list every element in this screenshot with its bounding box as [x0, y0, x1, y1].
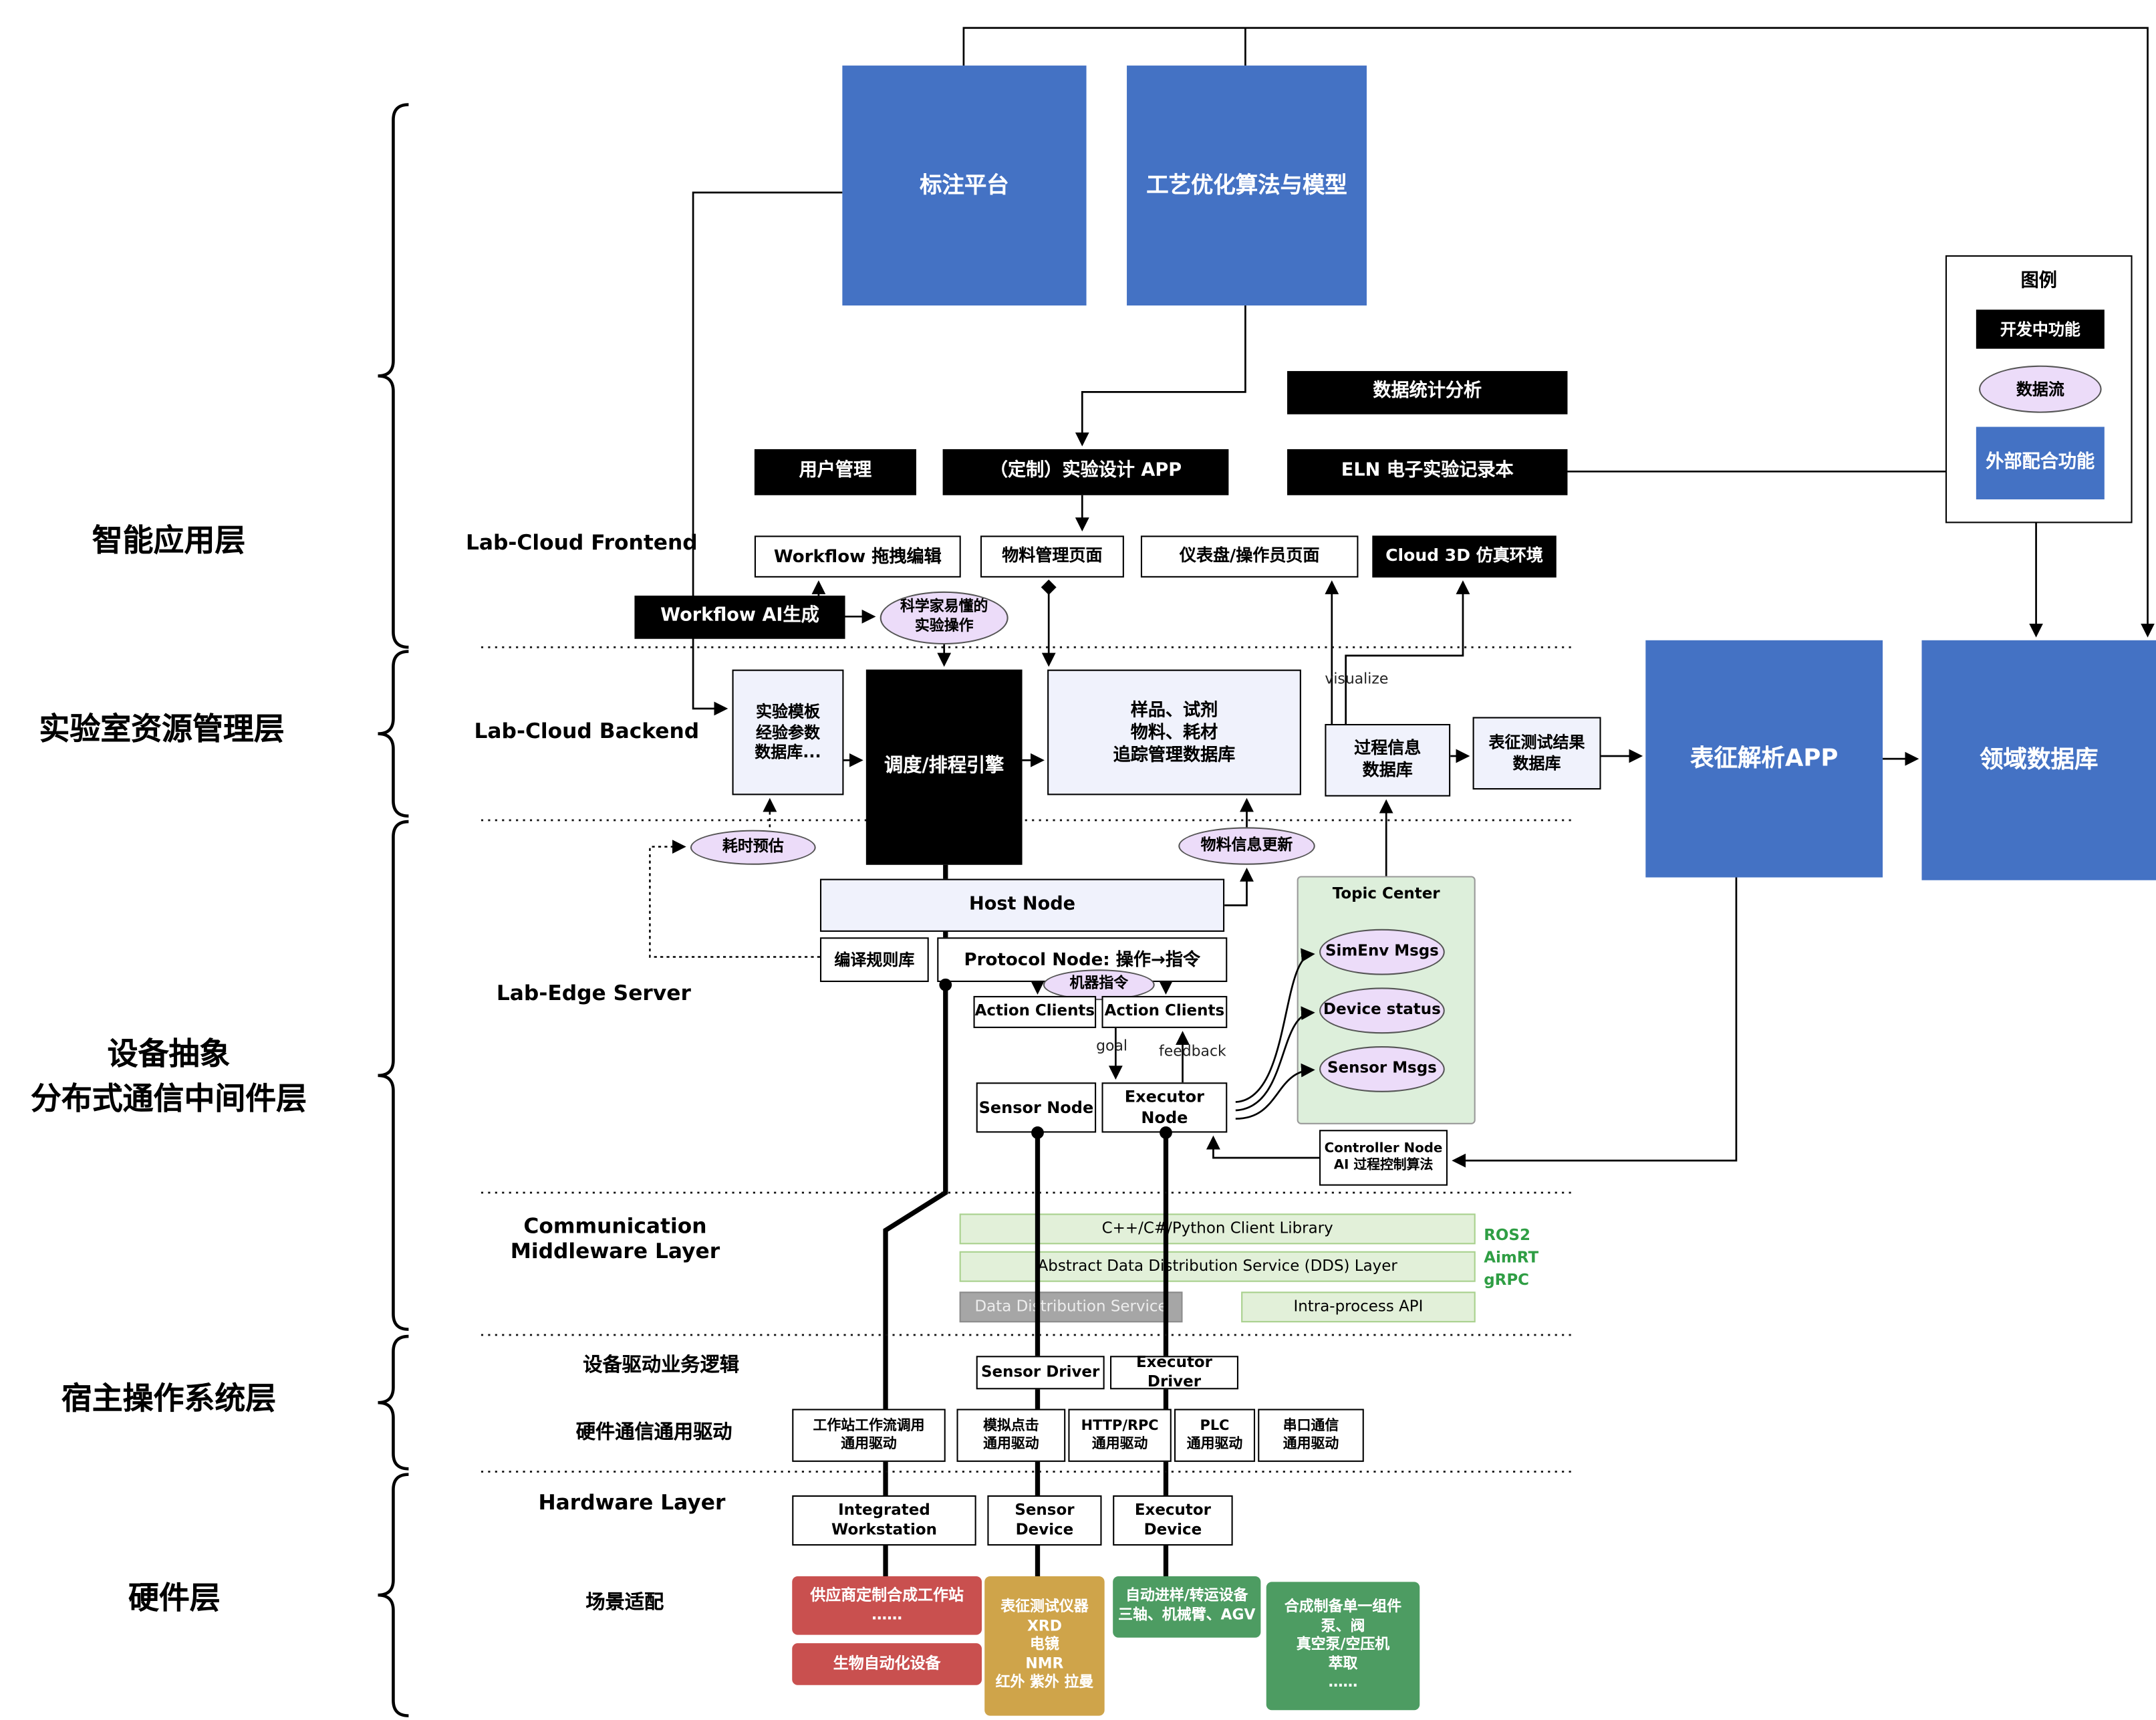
legend-dev-item: 开发中功能 [1976, 310, 2105, 349]
characterization-analysis-app-node: 表征解析APP [1645, 640, 1883, 878]
layer-label-device: 设备抽象 分布式通信中间件层 [30, 1037, 307, 1118]
layer-label-hardware: 硬件层 [128, 1582, 221, 1617]
machine-command-dataflow: 机器指令 [1043, 969, 1155, 1001]
bio-automation-node: 生物自动化设备 [792, 1643, 982, 1685]
device-status-dataflow: Device status [1319, 987, 1445, 1034]
transfer-devices-node: 自动进样/转运设备 三轴、机械臂、AGV [1113, 1576, 1261, 1638]
layer-label-host-os: 宿主操作系统层 [61, 1382, 277, 1418]
experiment-design-app-node: （定制）实验设计 APP [942, 449, 1229, 495]
aimrt-label: AimRT [1484, 1248, 1539, 1267]
material-page-node: 物料管理页面 [980, 535, 1124, 578]
characterization-result-db-node: 表征测试结果 数据库 [1472, 717, 1601, 790]
feedback-annotation: feedback [1159, 1043, 1226, 1060]
layer-label-app: 智能应用层 [92, 524, 246, 560]
section-label-backend: Lab-Cloud Backend [474, 718, 700, 744]
domain-database-node: 领域数据库 [1921, 640, 2156, 880]
sensor-driver-node: Sensor Driver [976, 1356, 1105, 1390]
legend-dataflow-item: 数据流 [1979, 365, 2102, 413]
action-clients-left-node: Action Clients [973, 995, 1097, 1028]
section-label-edge-server: Lab-Edge Server [496, 980, 691, 1006]
legend-title: 图例 [2020, 270, 2057, 292]
topic-center-title: Topic Center [1332, 884, 1440, 903]
simenv-msgs-dataflow: SimEnv Msgs [1319, 929, 1445, 975]
visualize-annotation: visualize [1325, 670, 1389, 688]
scheduler-engine-node: 调度/排程引擎 [865, 669, 1023, 865]
section-label-driver-logic: 设备驱动业务逻辑 [583, 1354, 739, 1377]
sensor-device-node: Sensor Device [987, 1495, 1102, 1546]
scientist-ops-dataflow: 科学家易懂的 实验操作 [880, 591, 1008, 645]
ros2-label: ROS2 [1484, 1226, 1530, 1245]
vendor-workstation-node: 供应商定制合成工作站 …… [792, 1576, 982, 1635]
characterization-instruments-node: 表征测试仪器 XRD 电镜 NMR 红外 紫外 拉曼 [984, 1576, 1105, 1716]
click-sim-driver-node: 模拟点击 通用驱动 [956, 1408, 1066, 1462]
workflow-ai-gen-node: Workflow AI生成 [634, 596, 845, 639]
time-estimate-dataflow: 耗时预估 [690, 830, 816, 865]
controller-node: Controller Node AI 过程控制算法 [1319, 1130, 1448, 1186]
cloud-3d-sim-node: Cloud 3D 仿真环境 [1372, 535, 1557, 578]
http-rpc-driver-node: HTTP/RPC 通用驱动 [1068, 1408, 1172, 1462]
section-label-frontend: Lab-Cloud Frontend [465, 529, 698, 556]
section-label-middleware: Communication Middleware Layer [510, 1213, 720, 1264]
dds-service-node: Data Distribution Service [959, 1292, 1183, 1323]
integrated-workstation-node: Integrated Workstation [792, 1495, 976, 1546]
synthesis-components-node: 合成制备单一组件 泵、阀 真空泵/空压机 萃取 …… [1266, 1582, 1420, 1711]
grpc-label: gRPC [1484, 1270, 1530, 1289]
section-label-hardware-layer: Hardware Layer [538, 1489, 726, 1515]
section-label-scene: 场景适配 [585, 1591, 664, 1614]
section-label-hw-comm: 硬件通信通用驱动 [575, 1421, 732, 1444]
action-clients-right-node: Action Clients [1101, 995, 1228, 1028]
dashboard-page-node: 仪表盘/操作员页面 [1140, 535, 1359, 578]
host-node: Host Node [819, 878, 1225, 932]
sensor-msgs-dataflow: Sensor Msgs [1319, 1046, 1445, 1092]
serial-driver-node: 串口通信 通用驱动 [1258, 1408, 1364, 1462]
workflow-editor-node: Workflow 拖拽编辑 [754, 535, 961, 578]
goal-annotation: goal [1096, 1037, 1127, 1055]
layer-label-resource: 实验室资源管理层 [39, 713, 285, 748]
process-info-db-node: 过程信息 数据库 [1325, 723, 1451, 797]
user-management-node: 用户管理 [754, 449, 916, 495]
compile-rule-lib-node: 编译规则库 [819, 937, 929, 983]
eln-node: ELN 电子实验记录本 [1287, 449, 1568, 495]
sample-tracking-db-node: 样品、试剂 物料、耗材 追踪管理数据库 [1047, 669, 1301, 795]
data-statistics-node: 数据统计分析 [1287, 371, 1568, 414]
plc-driver-node: PLC 通用驱动 [1174, 1408, 1256, 1462]
workstation-driver-node: 工作站工作流调用 通用驱动 [792, 1408, 946, 1462]
material-update-dataflow: 物料信息更新 [1178, 827, 1315, 865]
template-db-node: 实验模板 经验参数 数据库... [732, 669, 844, 795]
executor-driver-node: Executor Driver [1110, 1352, 1238, 1390]
sensor-node: Sensor Node [976, 1082, 1097, 1133]
executor-device-node: Executor Device [1113, 1495, 1233, 1546]
intra-process-api-node: Intra-process API [1241, 1292, 1476, 1323]
executor-node: Executor Node [1101, 1082, 1228, 1133]
legend-external-item: 外部配合功能 [1976, 426, 2105, 500]
process-optimization-node: 工艺优化算法与模型 [1127, 66, 1367, 305]
dds-layer-node: Abstract Data Distribution Service (DDS)… [959, 1251, 1476, 1282]
annotation-platform-node: 标注平台 [842, 66, 1087, 305]
